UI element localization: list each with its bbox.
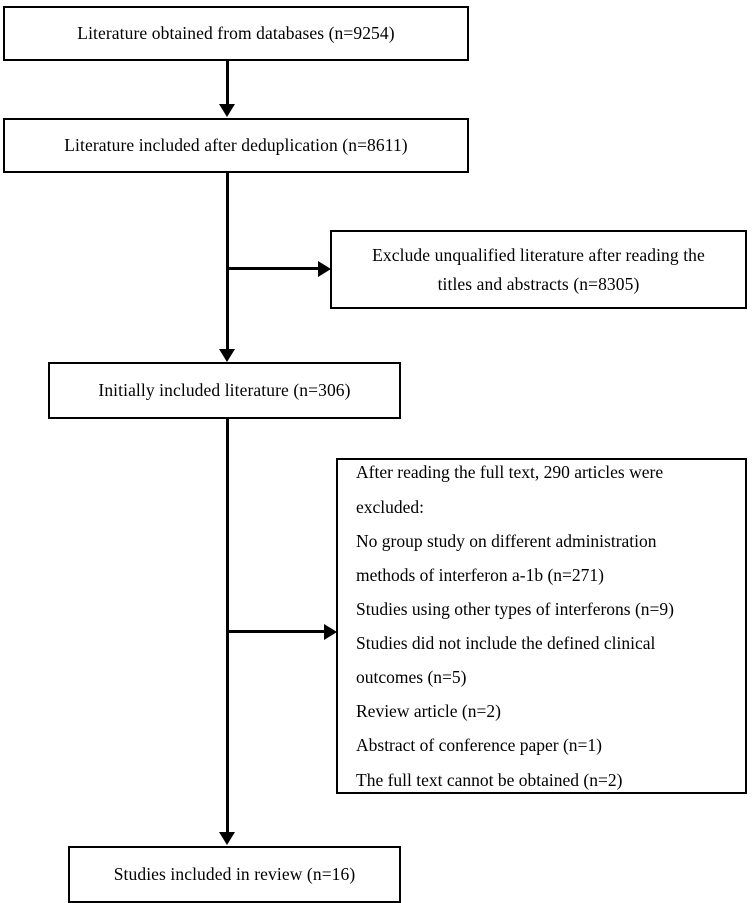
connector-databases-to-deduplication	[226, 61, 229, 106]
connector-initially-included-to-studies-included	[226, 419, 229, 834]
node-exclude-after-full-text: After reading the full text, 290 article…	[336, 458, 747, 794]
arrowhead-right-icon	[318, 261, 331, 277]
arrowhead-right-icon	[324, 624, 337, 640]
node-initially-included-literature: Initially included literature (n=306)	[48, 362, 401, 419]
connector-deduplication-to-initially-included	[226, 173, 229, 351]
arrowhead-down-icon	[219, 832, 235, 845]
node-exclude-titles-abstracts-label: Exclude unqualified literature after rea…	[372, 245, 705, 294]
exclusion-reason-6-line-1: The full text cannot be obtained (n=2)	[356, 769, 623, 790]
exclusion-reason-5-line-1: Abstract of conference paper (n=1)	[356, 735, 602, 756]
exclusion-heading-line-2: excluded:	[356, 496, 425, 517]
node-exclude-unqualified-titles-abstracts: Exclude unqualified literature after rea…	[330, 230, 747, 309]
connector-deduplication-to-exclude-titles-abstracts	[227, 267, 320, 270]
node-included-in-review-label: Studies included in review (n=16)	[113, 864, 356, 885]
exclusion-reason-4-line-1: Review article (n=2)	[356, 701, 501, 722]
node-databases-label: Literature obtained from databases (n=92…	[77, 23, 395, 44]
arrowhead-down-icon	[219, 104, 235, 117]
exclusion-reason-1-line-1: No group study on different administrati…	[356, 530, 657, 551]
node-initially-included-label: Initially included literature (n=306)	[98, 380, 351, 401]
exclusion-reason-3-line-1: Studies did not include the defined clin…	[356, 633, 656, 653]
arrowhead-down-icon	[219, 349, 235, 362]
node-studies-included-in-review: Studies included in review (n=16)	[68, 846, 401, 903]
exclusion-reason-1-line-2: methods of interferon a-1b (n=271)	[356, 564, 604, 585]
node-literature-included-after-deduplication: Literature included after deduplication …	[3, 118, 469, 173]
exclusion-heading-line-1: After reading the full text, 290 article…	[356, 462, 664, 483]
exclusion-reason-2-line-1: Studies using other types of interferons…	[356, 598, 675, 619]
node-literature-obtained-from-databases: Literature obtained from databases (n=92…	[3, 6, 469, 61]
exclusion-reason-list: After reading the full text, 290 article…	[356, 455, 674, 796]
node-deduplication-label: Literature included after deduplication …	[64, 135, 408, 156]
connector-initially-included-to-exclude-full-text	[227, 630, 326, 633]
exclusion-reason-3-line-2: outcomes (n=5)	[356, 667, 467, 688]
